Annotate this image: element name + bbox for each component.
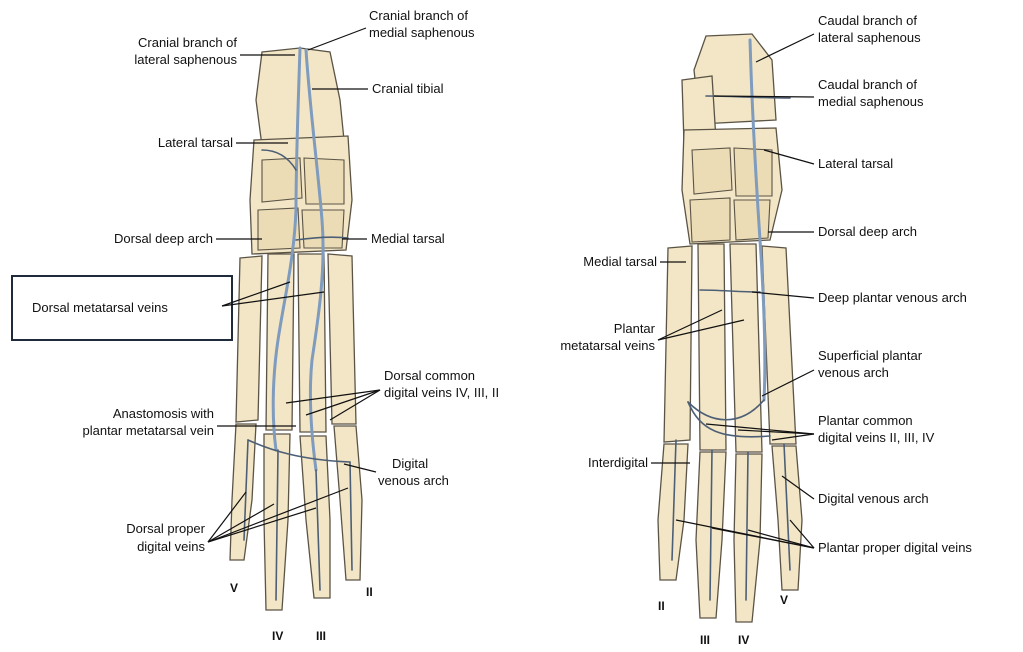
leader-line <box>308 28 366 50</box>
label-interdigital: Interdigital <box>588 455 648 470</box>
label-cranial-branch-medial-saphenous-2: medial saphenous <box>369 25 475 40</box>
leader-line <box>208 508 316 542</box>
label-lateral-tarsal-right: Lateral tarsal <box>818 156 893 171</box>
label-cranial-branch-lateral-saphenous-1: Cranial branch of <box>138 35 237 50</box>
label-digital-venous-arch-1: Digital <box>392 456 428 471</box>
digit-label-ii-left: II <box>366 585 373 599</box>
label-plantar-metatarsal-2: metatarsal veins <box>560 338 655 353</box>
label-lateral-tarsal: Lateral tarsal <box>158 135 233 150</box>
digit-label-iii-left: III <box>316 629 326 643</box>
label-dorsal-metatarsal-veins: Dorsal metatarsal veins <box>32 300 168 315</box>
label-caudal-branch-medial-saphenous-2: medial saphenous <box>818 94 924 109</box>
label-cranial-branch-lateral-saphenous-2: lateral saphenous <box>134 52 237 67</box>
label-cranial-tibial: Cranial tibial <box>372 81 444 96</box>
label-plantar-proper-digital-veins: Plantar proper digital veins <box>818 540 972 555</box>
label-digital-venous-arch-2: venous arch <box>378 473 449 488</box>
label-superficial-plantar-arch-2: venous arch <box>818 365 889 380</box>
right-foot-illustration <box>658 34 802 622</box>
digit-label-v-right: V <box>780 593 788 607</box>
label-plantar-metatarsal-1: Plantar <box>614 321 656 336</box>
label-dorsal-deep-arch-right: Dorsal deep arch <box>818 224 917 239</box>
label-dorsal-proper-digital-2: digital veins <box>137 539 205 554</box>
label-dorsal-common-digital-1: Dorsal common <box>384 368 475 383</box>
digit-label-iv-right: IV <box>738 633 749 647</box>
digit-label-ii-right: II <box>658 599 665 613</box>
label-anastomosis-1: Anastomosis with <box>113 406 214 421</box>
label-plantar-common-digital-1: Plantar common <box>818 413 913 428</box>
label-caudal-branch-lateral-saphenous-1: Caudal branch of <box>818 13 917 28</box>
label-dorsal-common-digital-2: digital veins IV, III, II <box>384 385 499 400</box>
label-medial-tarsal: Medial tarsal <box>371 231 445 246</box>
label-plantar-common-digital-2: digital veins II, III, IV <box>818 430 935 445</box>
label-superficial-plantar-arch-1: Superficial plantar <box>818 348 923 363</box>
label-anastomosis-2: plantar metatarsal vein <box>82 423 214 438</box>
label-caudal-branch-lateral-saphenous-2: lateral saphenous <box>818 30 921 45</box>
label-dorsal-proper-digital-1: Dorsal proper <box>126 521 205 536</box>
digit-label-iii-right: III <box>700 633 710 647</box>
digit-label-v-left: V <box>230 581 238 595</box>
label-cranial-branch-medial-saphenous-1: Cranial branch of <box>369 8 468 23</box>
label-digital-venous-arch-right: Digital venous arch <box>818 491 929 506</box>
label-medial-tarsal-right: Medial tarsal <box>583 254 657 269</box>
label-caudal-branch-medial-saphenous-1: Caudal branch of <box>818 77 917 92</box>
label-deep-plantar-venous-arch: Deep plantar venous arch <box>818 290 967 305</box>
leader-line <box>756 34 814 62</box>
digit-label-iv-left: IV <box>272 629 283 643</box>
label-dorsal-deep-arch: Dorsal deep arch <box>114 231 213 246</box>
